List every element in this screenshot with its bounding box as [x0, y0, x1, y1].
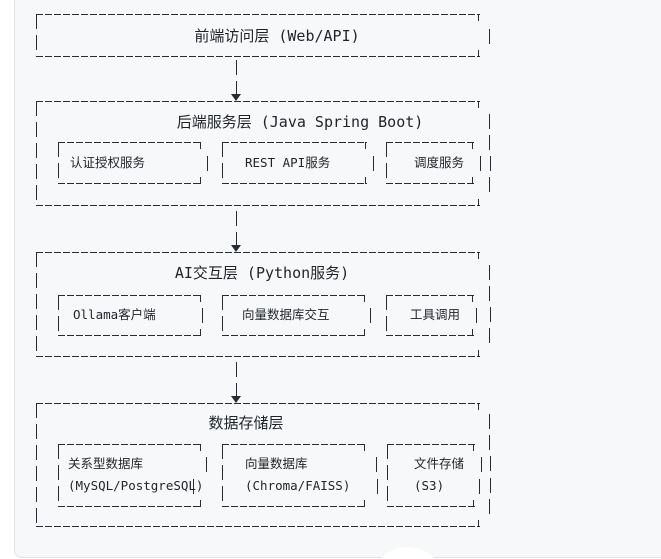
layer-box-frontend	[36, 14, 480, 57]
layer-title-ai: AI交互层 (Python服务)	[174, 264, 350, 282]
border-tick	[490, 478, 491, 493]
service-box-vector-db-interaction	[222, 295, 366, 336]
border-tick	[489, 435, 490, 450]
border-tick	[207, 156, 208, 171]
connector-line	[236, 211, 237, 245]
service-label-rest-api: REST API服务	[245, 155, 331, 170]
service-label-ollama-client: Ollama客户端	[73, 307, 156, 322]
border-tick	[490, 156, 491, 171]
down-arrow-icon	[231, 94, 241, 101]
border-tick	[377, 479, 378, 494]
service-label-tool-calling: 工具调用	[410, 307, 461, 322]
border-tick	[206, 457, 207, 472]
storage-box-file-storage	[387, 444, 475, 507]
service-box-rest-api	[222, 142, 367, 184]
storage-label-vector-db: 向量数据库	[245, 456, 308, 471]
service-box-tool-calling	[386, 295, 474, 336]
border-tick	[480, 156, 481, 171]
service-box-ollama-client	[58, 295, 202, 336]
border-tick	[202, 308, 203, 323]
border-tick	[373, 156, 374, 171]
border-tick	[476, 308, 477, 323]
storage-sublabel-file-storage: (S3)	[414, 478, 445, 493]
border-tick	[479, 479, 480, 494]
storage-box-vector-db	[222, 444, 366, 507]
border-tick	[370, 308, 371, 323]
border-tick	[193, 479, 194, 494]
border-tick	[489, 286, 490, 301]
storage-sublabel-relational-db: (MySQL/PostgreSQL)	[68, 478, 204, 493]
border-tick	[489, 135, 490, 150]
storage-label-relational-db: 关系型数据库	[68, 456, 144, 471]
border-tick	[489, 114, 490, 129]
border-tick	[489, 414, 490, 429]
border-tick	[376, 457, 377, 472]
layer-title-backend: 后端服务层 (Java Spring Boot)	[176, 113, 424, 131]
service-box-auth	[58, 142, 202, 184]
border-tick	[489, 265, 490, 280]
down-arrow-icon	[231, 245, 241, 252]
border-tick	[490, 307, 491, 322]
border-tick	[481, 457, 482, 472]
border-tick	[489, 328, 490, 343]
layer-title-frontend: 前端访问层 (Web/API)	[194, 27, 360, 45]
connector-line	[236, 362, 237, 396]
border-tick	[489, 177, 490, 192]
service-label-vector-db-interaction: 向量数据库交互	[242, 307, 330, 322]
connector-line	[236, 60, 237, 94]
border-tick	[489, 29, 490, 44]
down-arrow-icon	[231, 396, 241, 403]
service-label-scheduler: 调度服务	[414, 155, 465, 170]
storage-label-file-storage: 文件存储	[414, 456, 465, 471]
border-tick	[490, 456, 491, 471]
service-box-scheduler	[386, 142, 474, 184]
border-tick	[489, 499, 490, 514]
service-label-auth: 认证授权服务	[70, 155, 146, 170]
storage-box-relational-db	[58, 444, 202, 507]
layer-title-storage: 数据存储层	[208, 414, 284, 432]
storage-sublabel-vector-db: (Chroma/FAISS)	[245, 478, 351, 493]
